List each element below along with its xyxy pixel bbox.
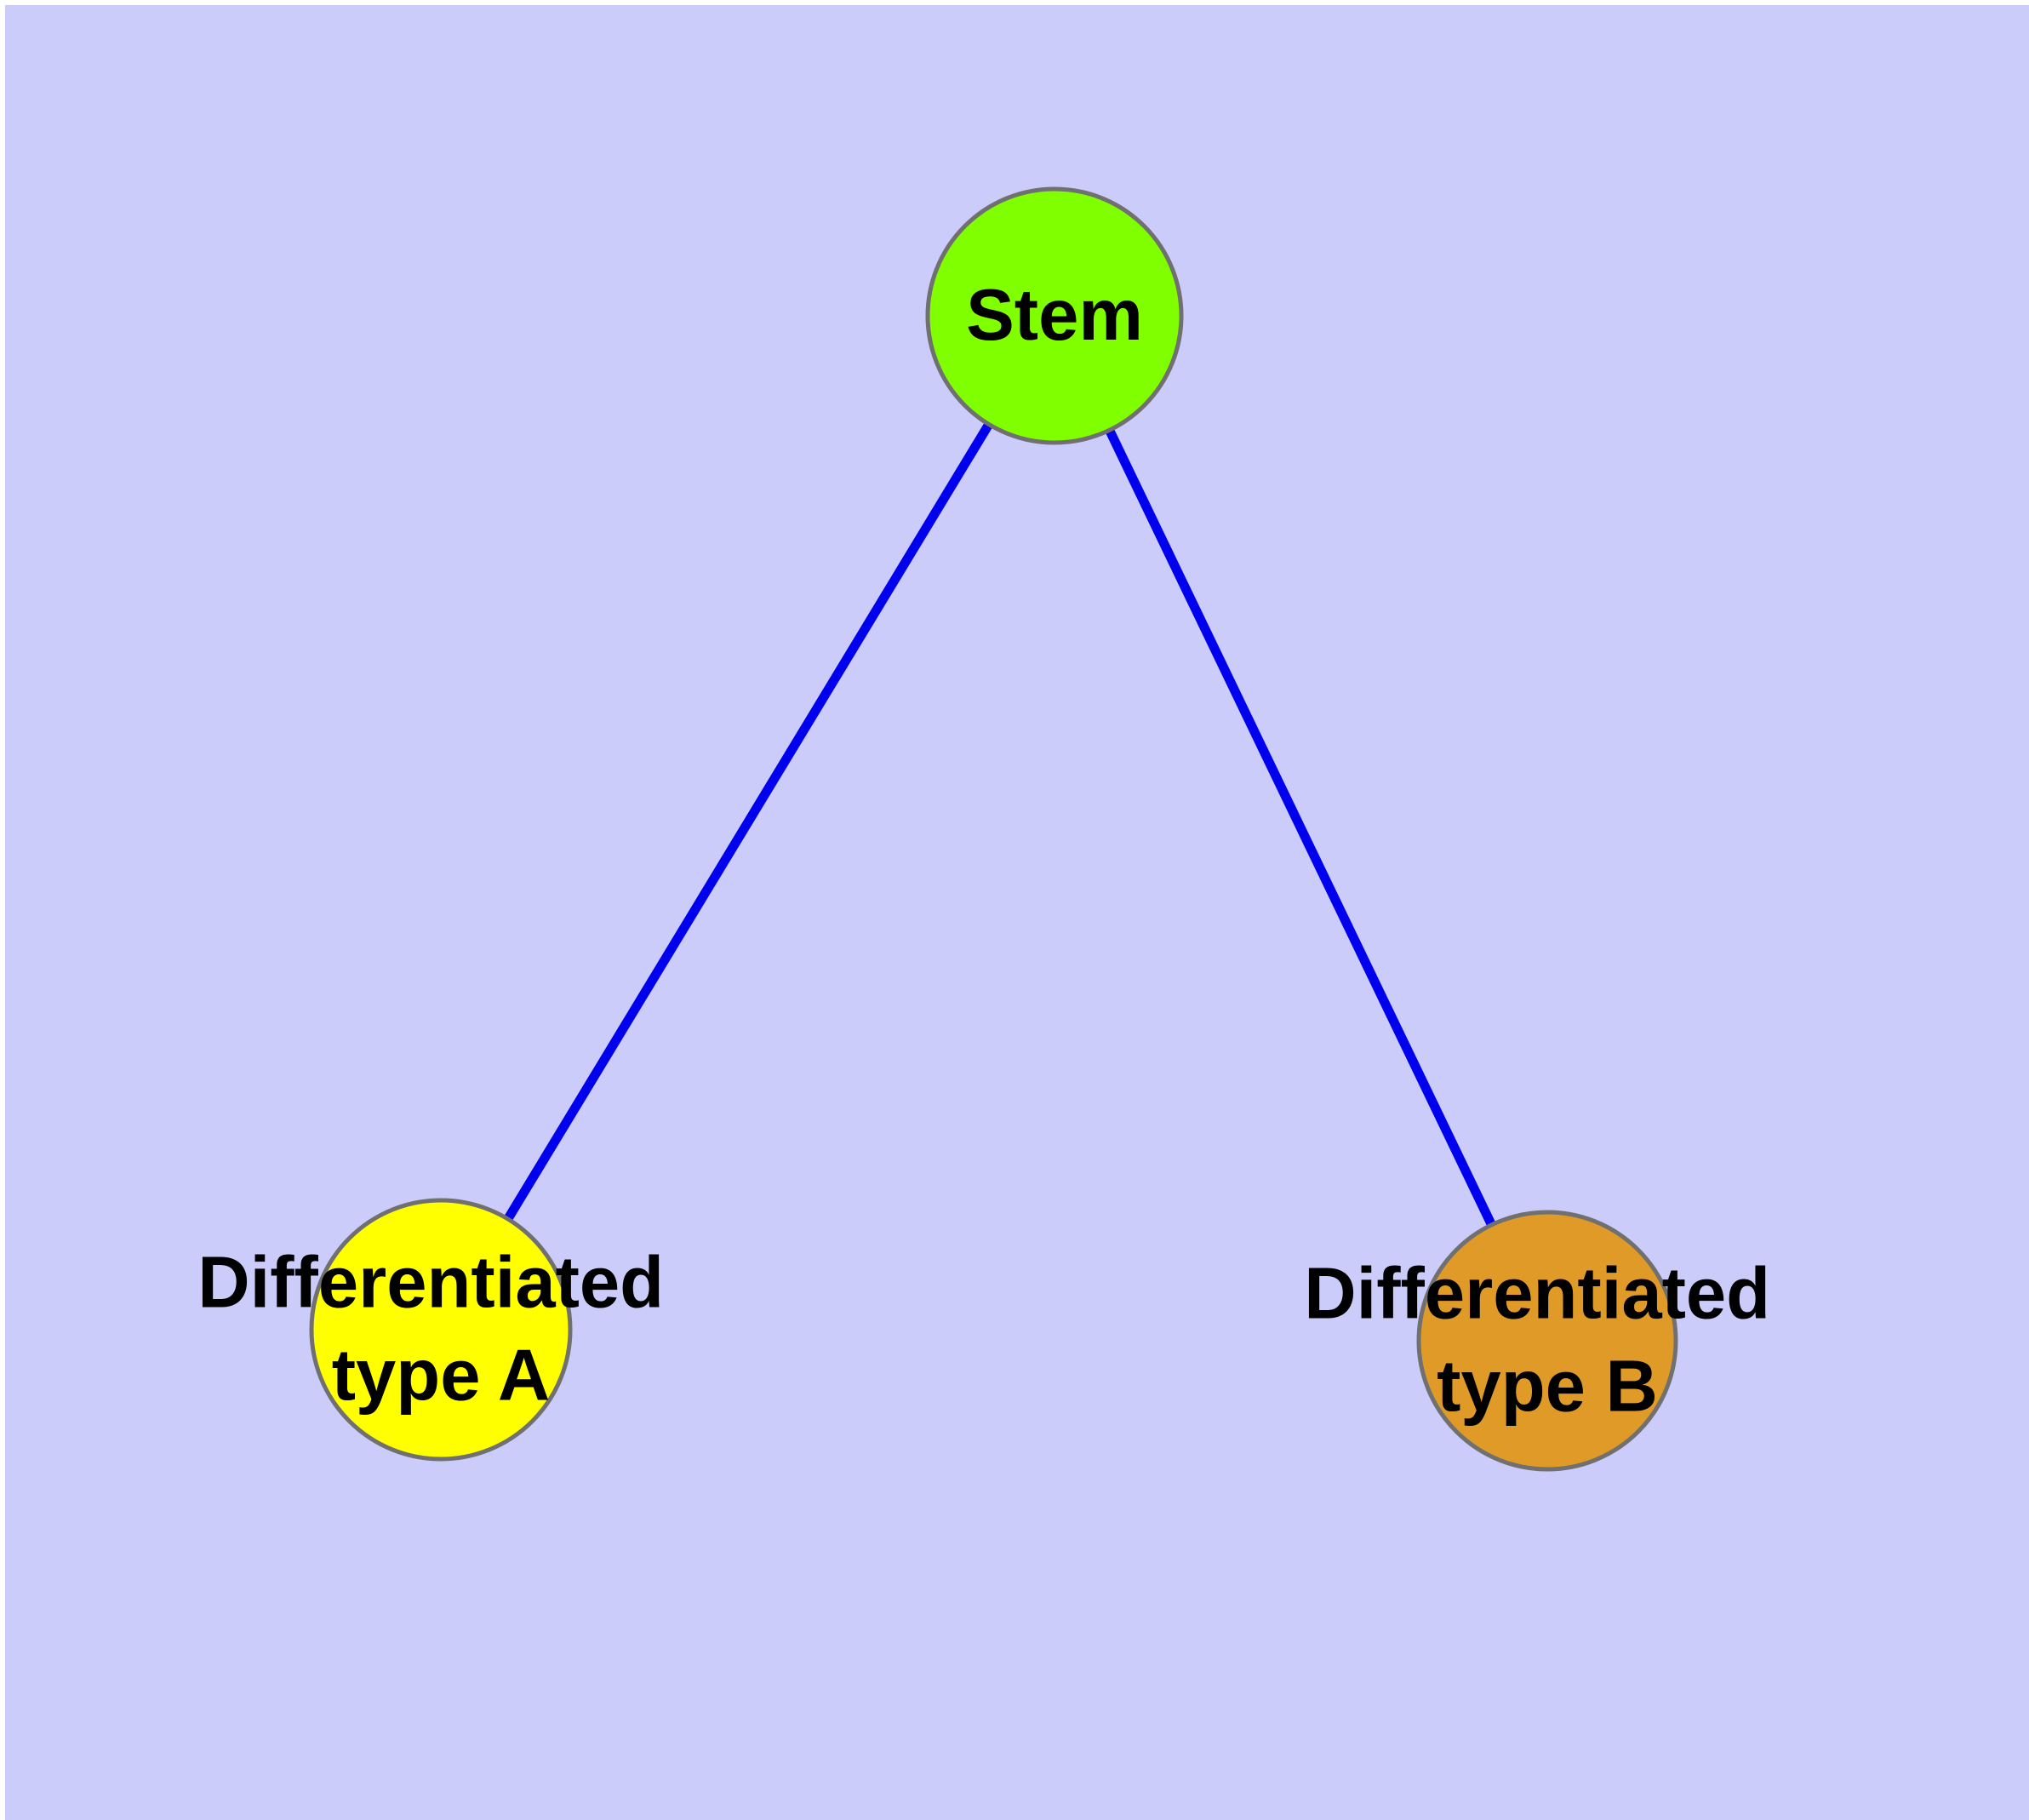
node-circle-differentiated-type-a[interactable] bbox=[309, 1198, 573, 1462]
node-label-differentiated-type-a: Differentiated type A bbox=[197, 1238, 683, 1417]
node-label-stem: Stem bbox=[966, 276, 1143, 357]
edge-layer bbox=[437, 313, 1552, 1343]
edge-stem-to-differentiated-type-a[interactable] bbox=[437, 313, 1059, 1332]
node-circle-differentiated-type-b[interactable] bbox=[1416, 1210, 1678, 1472]
node-label-differentiated-type-b: Differentiated type B bbox=[1304, 1249, 1790, 1428]
node-circle-stem[interactable] bbox=[925, 186, 1184, 445]
node-link-graph: Differentiated type A Differentiated typ… bbox=[197, 186, 1790, 1472]
node-label-line-2: type A bbox=[332, 1336, 551, 1417]
node-label-line-1: Stem bbox=[966, 276, 1143, 357]
node-label-line-1: Differentiated bbox=[1304, 1254, 1770, 1335]
node-differentiated-type-b[interactable]: Differentiated type B bbox=[1304, 1210, 1790, 1472]
node-stem[interactable]: Stem bbox=[925, 186, 1184, 445]
diagram-canvas: Differentiated type A Differentiated typ… bbox=[5, 5, 2029, 1820]
node-label-line-1: Differentiated bbox=[197, 1243, 664, 1324]
node-label-line-2: type B bbox=[1437, 1347, 1658, 1428]
edge-stem-to-differentiated-type-b[interactable] bbox=[1050, 313, 1552, 1343]
node-layer: Differentiated type A Differentiated typ… bbox=[197, 186, 1790, 1472]
node-differentiated-type-a[interactable]: Differentiated type A bbox=[197, 1198, 683, 1462]
